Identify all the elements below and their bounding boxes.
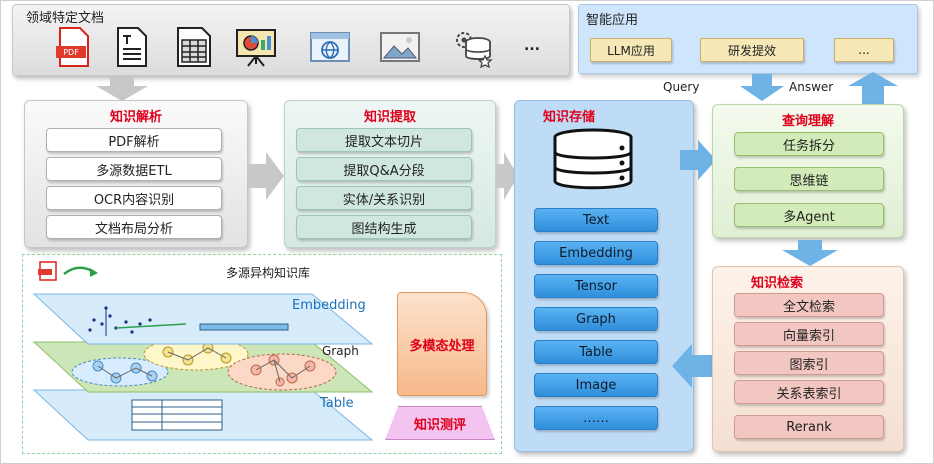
pdf-parsing-item[interactable]: PDF解析 [46,128,222,152]
graph-index-item[interactable]: 图索引 [734,351,884,375]
store-image-item[interactable]: Image [534,373,658,397]
chain-of-thought-item[interactable]: 思维链 [734,167,884,191]
extract-to-store-arrow-icon [496,152,518,200]
table-layer-label: Table [320,396,354,411]
multimodal-processing-box: 多模态处理 [397,292,487,396]
parse-to-extract-arrow-icon [248,152,284,200]
database-gear-icon [456,32,493,68]
knowledge-retrieval-title: 知识检索 [750,276,803,291]
knowledge-extraction-title: 知识提取 [363,110,416,125]
answer-label: Answer [789,80,834,94]
store-to-query-arrow-icon [680,140,716,180]
store-graph-item[interactable]: Graph [534,307,658,331]
answer-up-arrow-icon [848,72,898,104]
store-table-item[interactable]: Table [534,340,658,364]
rd-efficiency-button[interactable]: 研发提效 [700,38,804,62]
graph-generation-item[interactable]: 图结构生成 [296,215,472,239]
query-label: Query [663,80,700,94]
query-to-retrieval-arrow-icon [782,240,838,266]
retrieval-to-store-arrow-icon [672,344,714,388]
knowledge-evaluation-box: 知识测评 [385,406,495,440]
web-page-icon [310,32,350,62]
documents-down-arrow-icon [96,76,148,101]
ocr-recognition-item[interactable]: OCR内容识别 [46,186,222,210]
spreadsheet-icon [177,27,211,67]
documents-title: 领域特定文档 [26,11,105,26]
pdf-flow-icon [38,261,98,281]
layout-analysis-item[interactable]: 文档布局分析 [46,215,222,239]
knowledge-parsing-title: 知识解析 [109,110,162,125]
store-embedding-item[interactable]: Embedding [534,241,658,265]
relational-table-index-item[interactable]: 关系表索引 [734,380,884,404]
more-apps-button[interactable]: ... [834,38,894,62]
store-text-item[interactable]: Text [534,208,658,232]
embedding-layer-label: Embedding [292,298,366,313]
task-decomposition-item[interactable]: 任务拆分 [734,132,884,156]
database-stack-icon [553,128,633,190]
rerank-item[interactable]: Rerank [734,415,884,439]
full-text-search-item[interactable]: 全文检索 [734,293,884,317]
query-down-arrow-icon [740,74,784,101]
heterogeneous-knowledge-base-box [22,254,502,454]
more-documents-ellipsis: ... [524,38,540,54]
knowledge-storage-title: 知识存储 [542,110,595,125]
vector-index-item[interactable]: 向量索引 [734,322,884,346]
graph-layer-label: Graph [322,344,359,358]
store-tensor-item[interactable]: Tensor [534,274,658,298]
llm-app-button[interactable]: LLM应用 [590,38,672,62]
qa-segment-item[interactable]: 提取Q&A分段 [296,157,472,181]
entity-relation-item[interactable]: 实体/关系识别 [296,186,472,210]
knowledge-base-title: 多源异构知识库 [226,266,311,280]
text-chunk-item[interactable]: 提取文本切片 [296,128,472,152]
query-understanding-title: 查询理解 [781,114,834,129]
multi-source-etl-item[interactable]: 多源数据ETL [46,157,222,181]
text-document-icon [117,27,147,67]
image-file-icon [380,32,420,62]
multi-agent-item[interactable]: 多Agent [734,203,884,227]
knowledge-layers-illustration [32,293,374,441]
applications-title: 智能应用 [586,13,639,28]
presentation-chart-icon [236,29,276,67]
store-more-item[interactable]: …… [534,406,658,430]
pdf-file-icon: PDF [56,27,89,67]
pdf-tag: PDF [63,48,79,57]
